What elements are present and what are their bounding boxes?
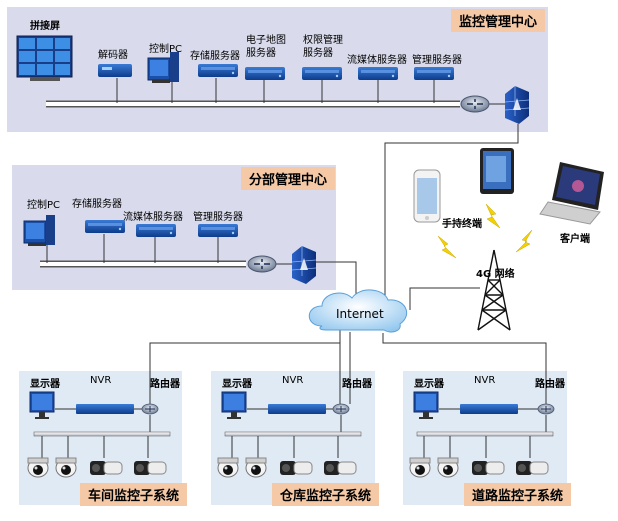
branch-stream-server-label: 流媒体服务器: [123, 212, 183, 223]
map-server-icon: [245, 67, 285, 80]
subsystem-1-nvr-label: NVR: [90, 375, 112, 386]
branch-title: 分部管理中心: [241, 167, 336, 190]
branch-router-icon: [247, 255, 277, 273]
mgmt-server-label: 管理服务器: [412, 55, 462, 66]
subsystem-1-graphics: [27, 391, 171, 478]
branch-firewall-icon: [291, 245, 317, 285]
storage-server-icon: [198, 64, 238, 77]
subsystem-2-nvr-label: NVR: [282, 375, 304, 386]
subsystem-1-title: 车间监控子系统: [80, 483, 188, 506]
stream-server-label: 流媒体服务器: [347, 55, 407, 66]
laptop-icon: [539, 162, 604, 225]
branch-storage-server-icon: [85, 220, 125, 233]
branch-stream-server-icon: [136, 224, 176, 237]
branch-control-pc-label: 控制PC: [27, 200, 61, 211]
branch-mgmt-server-label: 管理服务器: [193, 212, 243, 223]
center-router-icon: [460, 95, 490, 113]
decoder-label: 解码器: [98, 50, 128, 61]
network-4g-label: 4G 网络: [476, 269, 515, 280]
branch-control-pc-icon: [23, 215, 55, 246]
internet-cloud-icon: [308, 289, 408, 333]
phone-icon: [413, 169, 441, 223]
mgmt-server-icon: [414, 67, 454, 80]
center-title: 监控管理中心: [451, 9, 546, 32]
branch-storage-server-label: 存储服务器: [72, 199, 122, 210]
tower-4g-icon: [477, 249, 511, 331]
tablet-icon: [480, 148, 514, 194]
subsystem-2-title: 仓库监控子系统: [272, 483, 380, 506]
subsystem-3-graphics: [409, 391, 555, 478]
subsystem-3-router-label: 路由器: [535, 379, 565, 390]
storage-server-label: 存储服务器: [190, 51, 240, 62]
subsystem-2-router-label: 路由器: [342, 379, 372, 390]
stream-server-icon: [358, 67, 398, 80]
signal-bolt-icon: [437, 203, 533, 259]
branch-mgmt-server-icon: [198, 224, 238, 237]
client-label: 客户端: [560, 234, 590, 245]
center-firewall-icon: [504, 85, 530, 125]
mobile-terminal-label: 手持终端: [442, 219, 482, 230]
control-pc-icon: [147, 52, 179, 83]
subsystem-3-monitor-label: 显示器: [414, 379, 444, 390]
subsystem-3-title: 道路监控子系统: [464, 483, 572, 506]
videowall-label: 拼接屏: [30, 21, 60, 32]
control-pc-label: 控制PC: [149, 44, 183, 55]
decoder-icon: [98, 64, 132, 77]
internet-label: Internet: [336, 307, 384, 321]
subsystem-1-monitor-label: 显示器: [30, 379, 60, 390]
map-server-label: 电子地图服务器: [246, 35, 286, 59]
videowall-icon: [16, 35, 73, 81]
auth-server-label: 权限管理服务器: [303, 35, 343, 59]
subsystem-2-graphics: [217, 391, 362, 478]
subsystem-3-nvr-label: NVR: [474, 375, 496, 386]
auth-server-icon: [302, 67, 342, 80]
subsystem-1-router-label: 路由器: [150, 379, 180, 390]
subsystem-2-monitor-label: 显示器: [222, 379, 252, 390]
